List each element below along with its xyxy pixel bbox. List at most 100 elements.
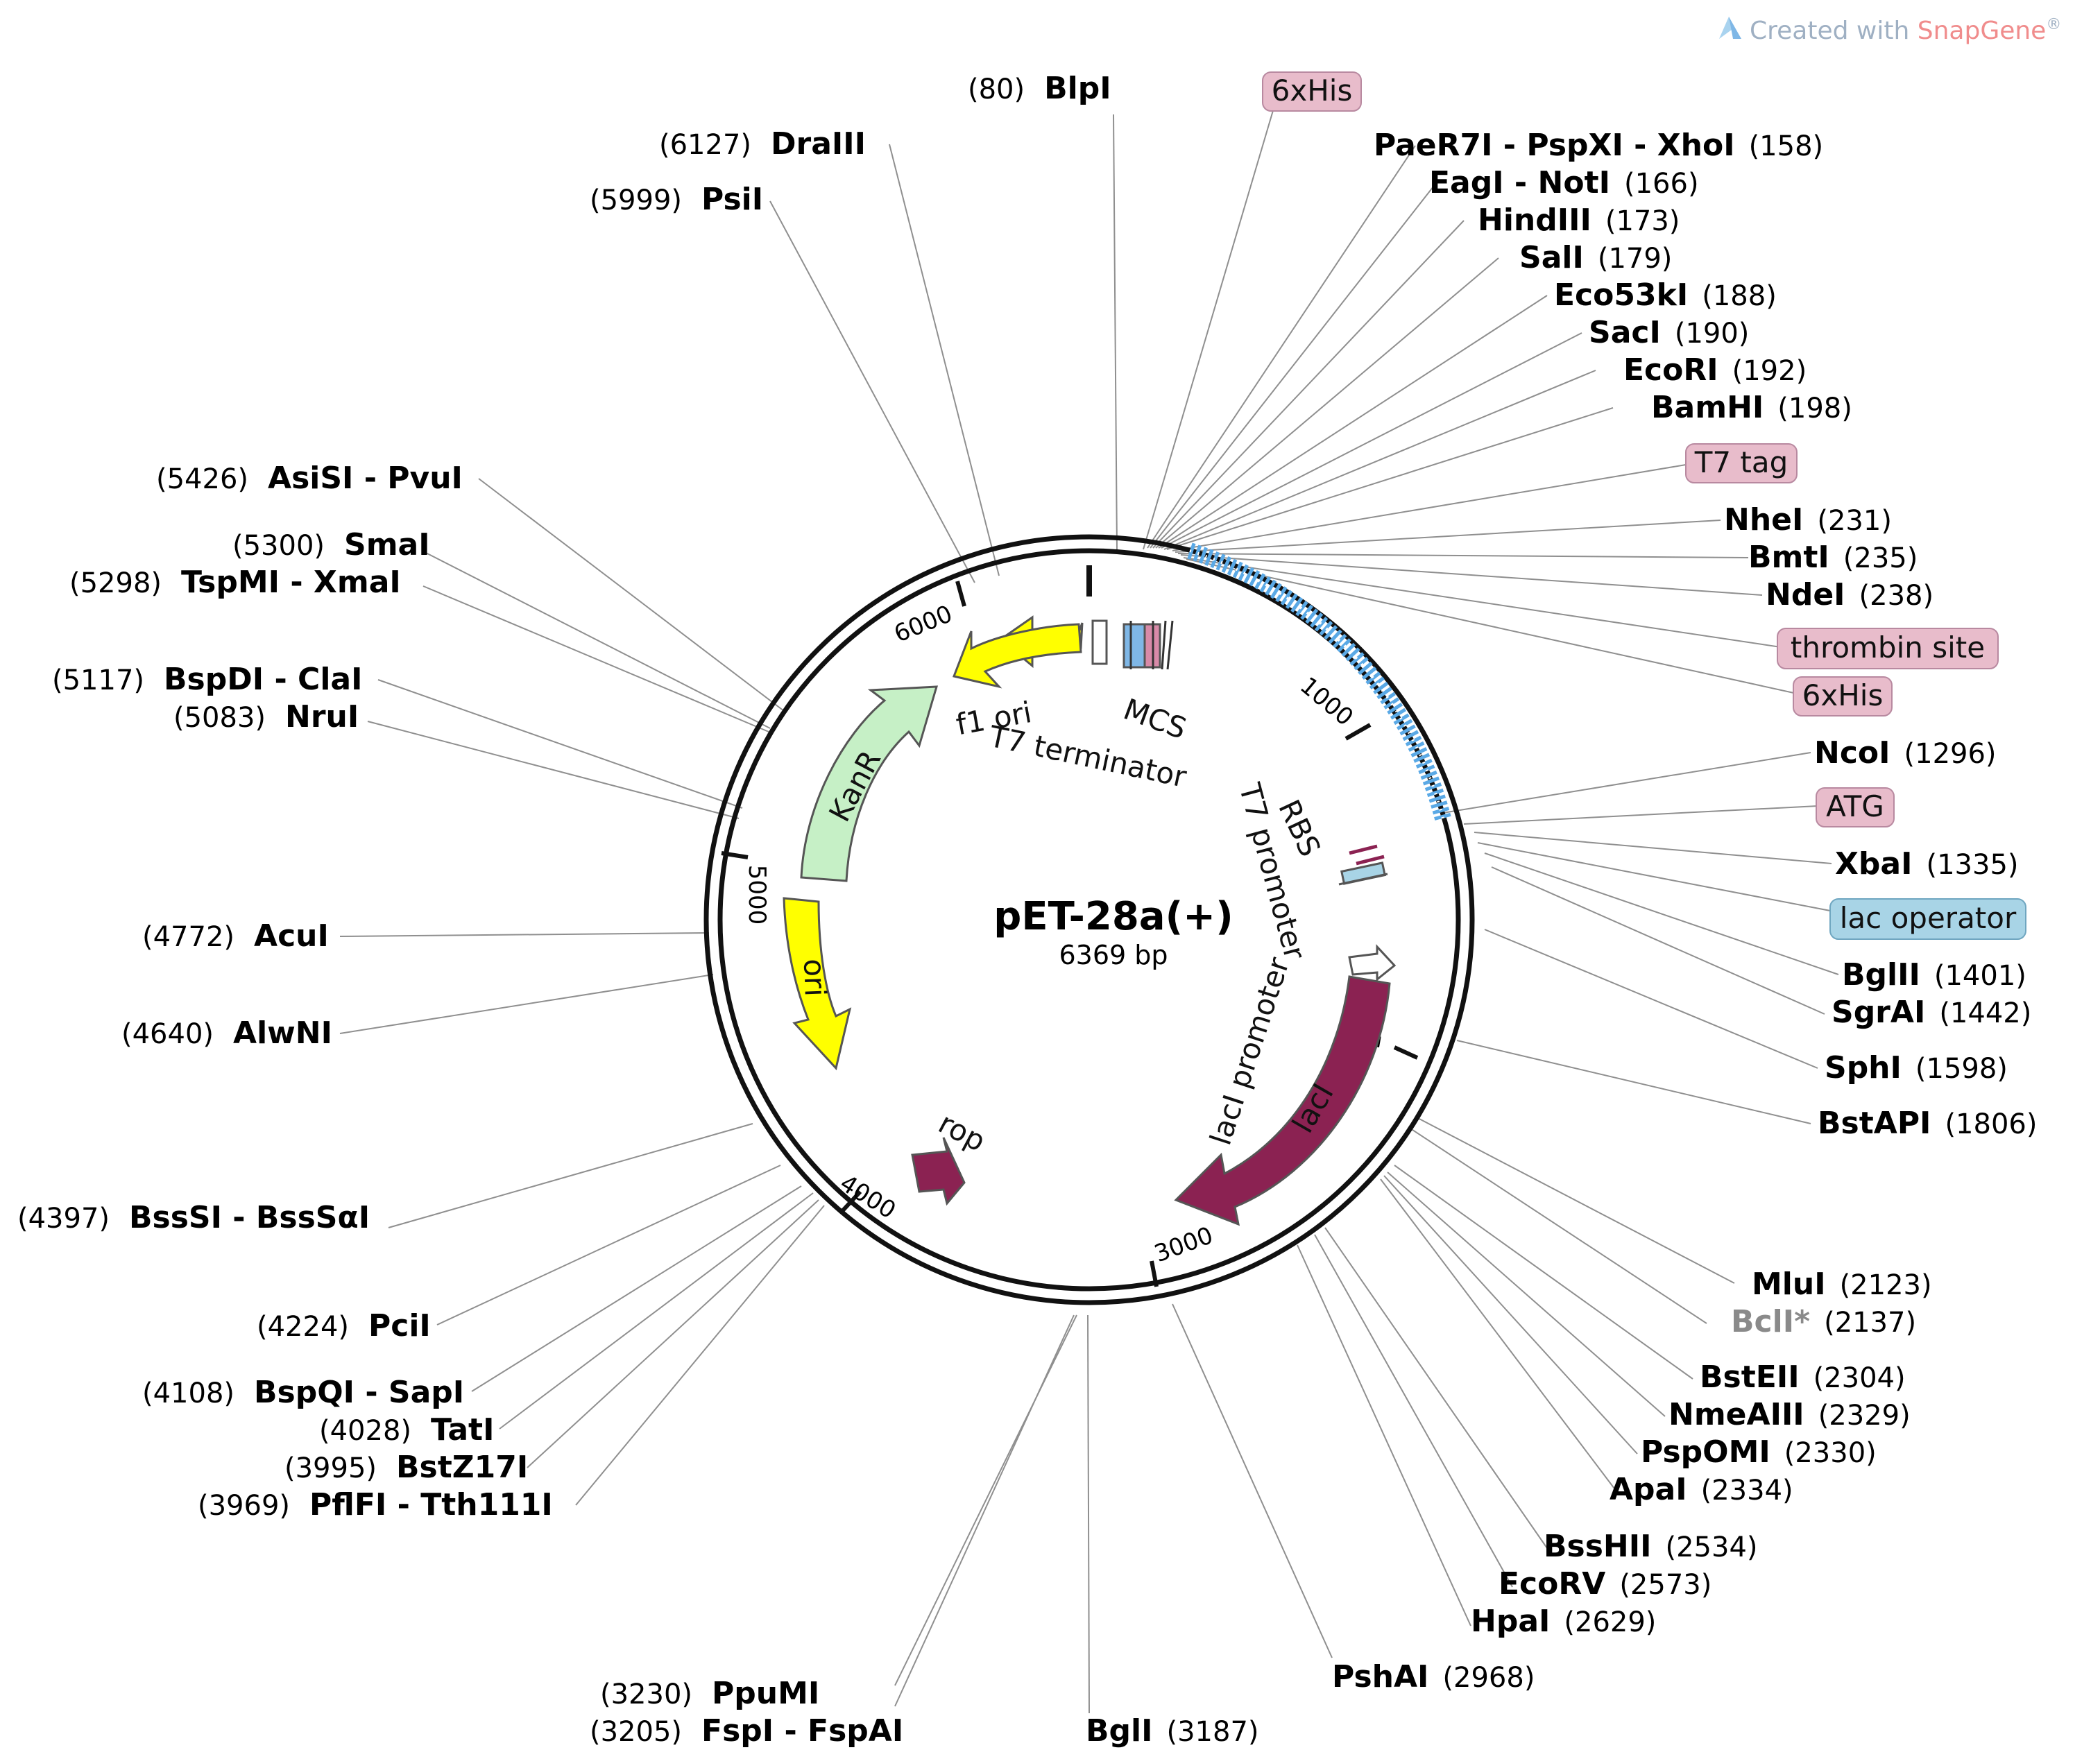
tag-badge-6xhis-bottom: 6xHis [1793,676,1893,717]
features [783,615,1397,1226]
tag-badge-t7-tag: T7 tag [1685,443,1798,483]
svg-text:EcoRI(192): EcoRI(192) [1623,352,1807,388]
site-enzyme: BmtI [1748,540,1829,575]
svg-text:Created with SnapGene®: Created with SnapGene® [1750,16,2061,45]
svg-text:PshAI(2968): PshAI(2968) [1332,1659,1535,1694]
site-enzyme: NmeAIII [1668,1397,1804,1432]
plasmid-length: 6369 bp [1059,940,1168,970]
site-enzyme: BstAPI [1818,1106,1931,1141]
site-enzyme: HpaI [1471,1604,1550,1639]
svg-text:(5083)NruI: (5083)NruI [173,699,359,735]
feature-rop-arrow [911,1137,966,1206]
tick-label-6000: 6000 [890,600,956,649]
site-enzyme: NheI [1724,502,1803,538]
site-position: (4772) [142,921,234,953]
site-enzyme: EagI - NotI [1429,165,1610,200]
svg-text:BstAPI(1806): BstAPI(1806) [1818,1106,2037,1141]
site-position: (235) [1843,542,1918,574]
tag-badges: 6xHis T7 tag thrombin site 6xHis ATG lac… [1262,71,2026,940]
site-enzyme: PpuMI [712,1676,819,1711]
svg-text:(5298)TspMI - XmaI: (5298)TspMI - XmaI [69,565,401,600]
site-position: (2534) [1665,1531,1757,1563]
site-enzyme: TatI [431,1412,494,1448]
svg-text:BssHII(2534): BssHII (2534) [1544,1529,1758,1564]
feature-t7-terminator-box [1091,619,1108,665]
site-position: (1442) [1939,997,2031,1029]
site-enzyme: PflFI - Tth111I [309,1487,553,1522]
site-enzyme: BstEII [1700,1359,1800,1395]
svg-text:NheI(231): NheI (231) [1724,502,1892,538]
site-enzyme: XbaI [1835,846,1912,882]
site-enzyme: DraIII [771,126,866,162]
site-position: (1296) [1904,738,1997,770]
site-enzyme: PciI [368,1308,431,1344]
site-position: (4224) [257,1311,349,1343]
svg-text:(5426)AsiSI - PvuI: (5426)AsiSI - PvuI [156,461,463,496]
tick-marks [721,565,1419,1287]
svg-text:SgrAI(1442): SgrAI(1442) [1832,995,2031,1030]
site-enzyme: BssHII [1544,1529,1651,1564]
feature-laci-promoter-arrow [1348,944,1397,982]
site-position: (2137) [1824,1307,1916,1339]
svg-text:BglII(1401): BglII(1401) [1842,957,2026,993]
svg-text:(4640)AlwNI: (4640) AlwNI [121,1015,332,1051]
site-position: (166) [1624,168,1699,200]
site-enzyme: AlwNI [233,1015,332,1051]
tag-badge-6xhis-top: 6xHis [1262,71,1362,112]
tick-label-3000: 3000 [1151,1221,1217,1268]
svg-text:lac operator: lac operator [1840,901,2017,935]
svg-text:(4224)PciI: (4224) PciI [257,1308,431,1344]
site-enzyme: ApaI [1610,1472,1687,1507]
site-position: (3187) [1167,1716,1259,1748]
site-enzyme: MluI [1752,1267,1826,1302]
site-position: (2329) [1818,1400,1911,1432]
site-position: (158) [1749,130,1824,162]
svg-text:(4397)BssSI - BssSαI: (4397)BssSI - BssSαI [17,1200,370,1235]
site-position: (3995) [284,1452,377,1484]
svg-text:(80)BlpI: (80)BlpI [968,71,1111,106]
site-enzyme: NcoI [1814,735,1890,771]
svg-text:(4028)TatI: (4028)TatI [319,1412,494,1448]
svg-text:NmeAIII(2329): NmeAIII (2329) [1668,1397,1911,1432]
svg-text:BstEII(2304): BstEII(2304) [1700,1359,1906,1395]
site-enzyme: PshAI [1332,1659,1428,1694]
site-position: (1335) [1926,849,2018,881]
svg-text:(3969)PflFI - Tth111I: (3969) PflFI - Tth111I [198,1487,553,1522]
brand-watermark: Created with SnapGene® [1719,16,2061,45]
svg-text:T7 tag: T7 tag [1694,445,1789,479]
svg-text:(5117)BspDI - ClaI: (5117)BspDI - ClaI [52,662,362,697]
feature-ori-arrow [783,897,852,1071]
svg-text:6xHis: 6xHis [1802,678,1884,712]
svg-text:ATG: ATG [1826,789,1884,823]
site-position: (231) [1817,505,1892,537]
svg-text:(4772)AcuI: (4772)AcuI [142,918,329,954]
feature-label-mcs: MCS [1119,692,1190,746]
svg-text:NcoI(1296): NcoI (1296) [1814,735,1997,771]
site-enzyme: EcoRV [1499,1566,1605,1602]
site-position: (4640) [121,1018,214,1050]
svg-text:BclI*(2137): BclI* (2137) [1731,1304,1916,1339]
site-position: (2123) [1840,1269,1932,1301]
svg-text:EcoRV(2573): EcoRV(2573) [1499,1566,1711,1602]
site-position: (192) [1732,355,1807,387]
svg-text:(4108)BspQI - SapI: (4108)BspQI - SapI [142,1375,464,1410]
svg-text:BamHI(198): BamHI(198) [1651,390,1852,425]
svg-text:(3205)FspI - FspAI: (3205)FspI - FspAI [590,1713,903,1749]
svg-text:(3230)PpuMI: (3230)PpuMI [600,1676,819,1711]
svg-text:(6127)DraIII: (6127)DraIII [659,126,866,162]
site-enzyme: BglII [1842,957,1920,993]
svg-text:ApaI(2334): ApaI(2334) [1610,1472,1793,1507]
brand-prefix: Created with [1750,17,1918,45]
svg-text:SalI(179): SalI(179) [1519,240,1672,275]
svg-text:(5999)PsiI: (5999)PsiI [590,182,763,217]
site-enzyme: BclI* [1731,1304,1810,1339]
site-position: (4108) [142,1378,234,1409]
feature-f1-ori-arrow [952,623,1082,689]
svg-text:PspOMI(2330): PspOMI(2330) [1641,1434,1877,1470]
site-enzyme: PspOMI [1641,1434,1770,1470]
feature-mcs-block [1122,620,1174,670]
insert-region [1187,542,1451,821]
site-position: (3969) [198,1490,290,1522]
svg-text:XbaI(1335): XbaI (1335) [1835,846,2019,882]
tag-badge-thrombin-site: thrombin site [1777,628,1999,669]
